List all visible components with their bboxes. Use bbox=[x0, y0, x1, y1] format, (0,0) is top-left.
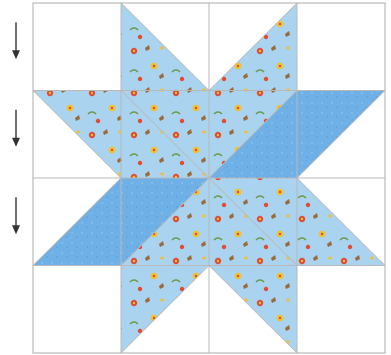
pressing-arrow-row-2 bbox=[12, 110, 20, 147]
pressing-arrow-row-1 bbox=[12, 22, 20, 59]
pressing-arrow-row-3 bbox=[12, 197, 20, 234]
